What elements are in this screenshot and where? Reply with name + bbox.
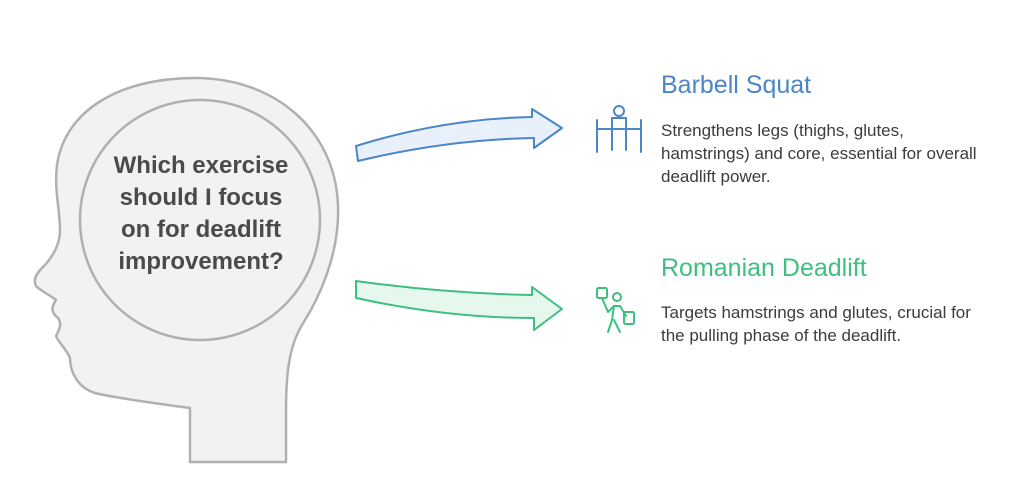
question-line: on for deadlift <box>121 216 281 243</box>
option-description-barbell-squat: Strengthens legs (thighs, glutes, hamstr… <box>661 121 977 186</box>
question-line: should I focus <box>119 184 283 211</box>
thought-circle <box>78 98 322 342</box>
question-line: improvement? <box>118 248 284 275</box>
question-line: Which exercise <box>113 152 289 179</box>
option-title-romanian-deadlift: Romanian Deadlift <box>661 254 867 282</box>
arrow-to-barbell-squat <box>355 108 563 162</box>
central-question: Which exercise should I focus on for dea… <box>96 150 306 278</box>
arrow-to-romanian-deadlift <box>355 280 563 331</box>
option-description-romanian-deadlift: Targets hamstrings and glutes, crucial f… <box>661 303 971 345</box>
person-lifting-icon <box>596 287 635 333</box>
barbell-squat-icon <box>596 105 642 153</box>
option-title-barbell-squat: Barbell Squat <box>661 71 812 99</box>
